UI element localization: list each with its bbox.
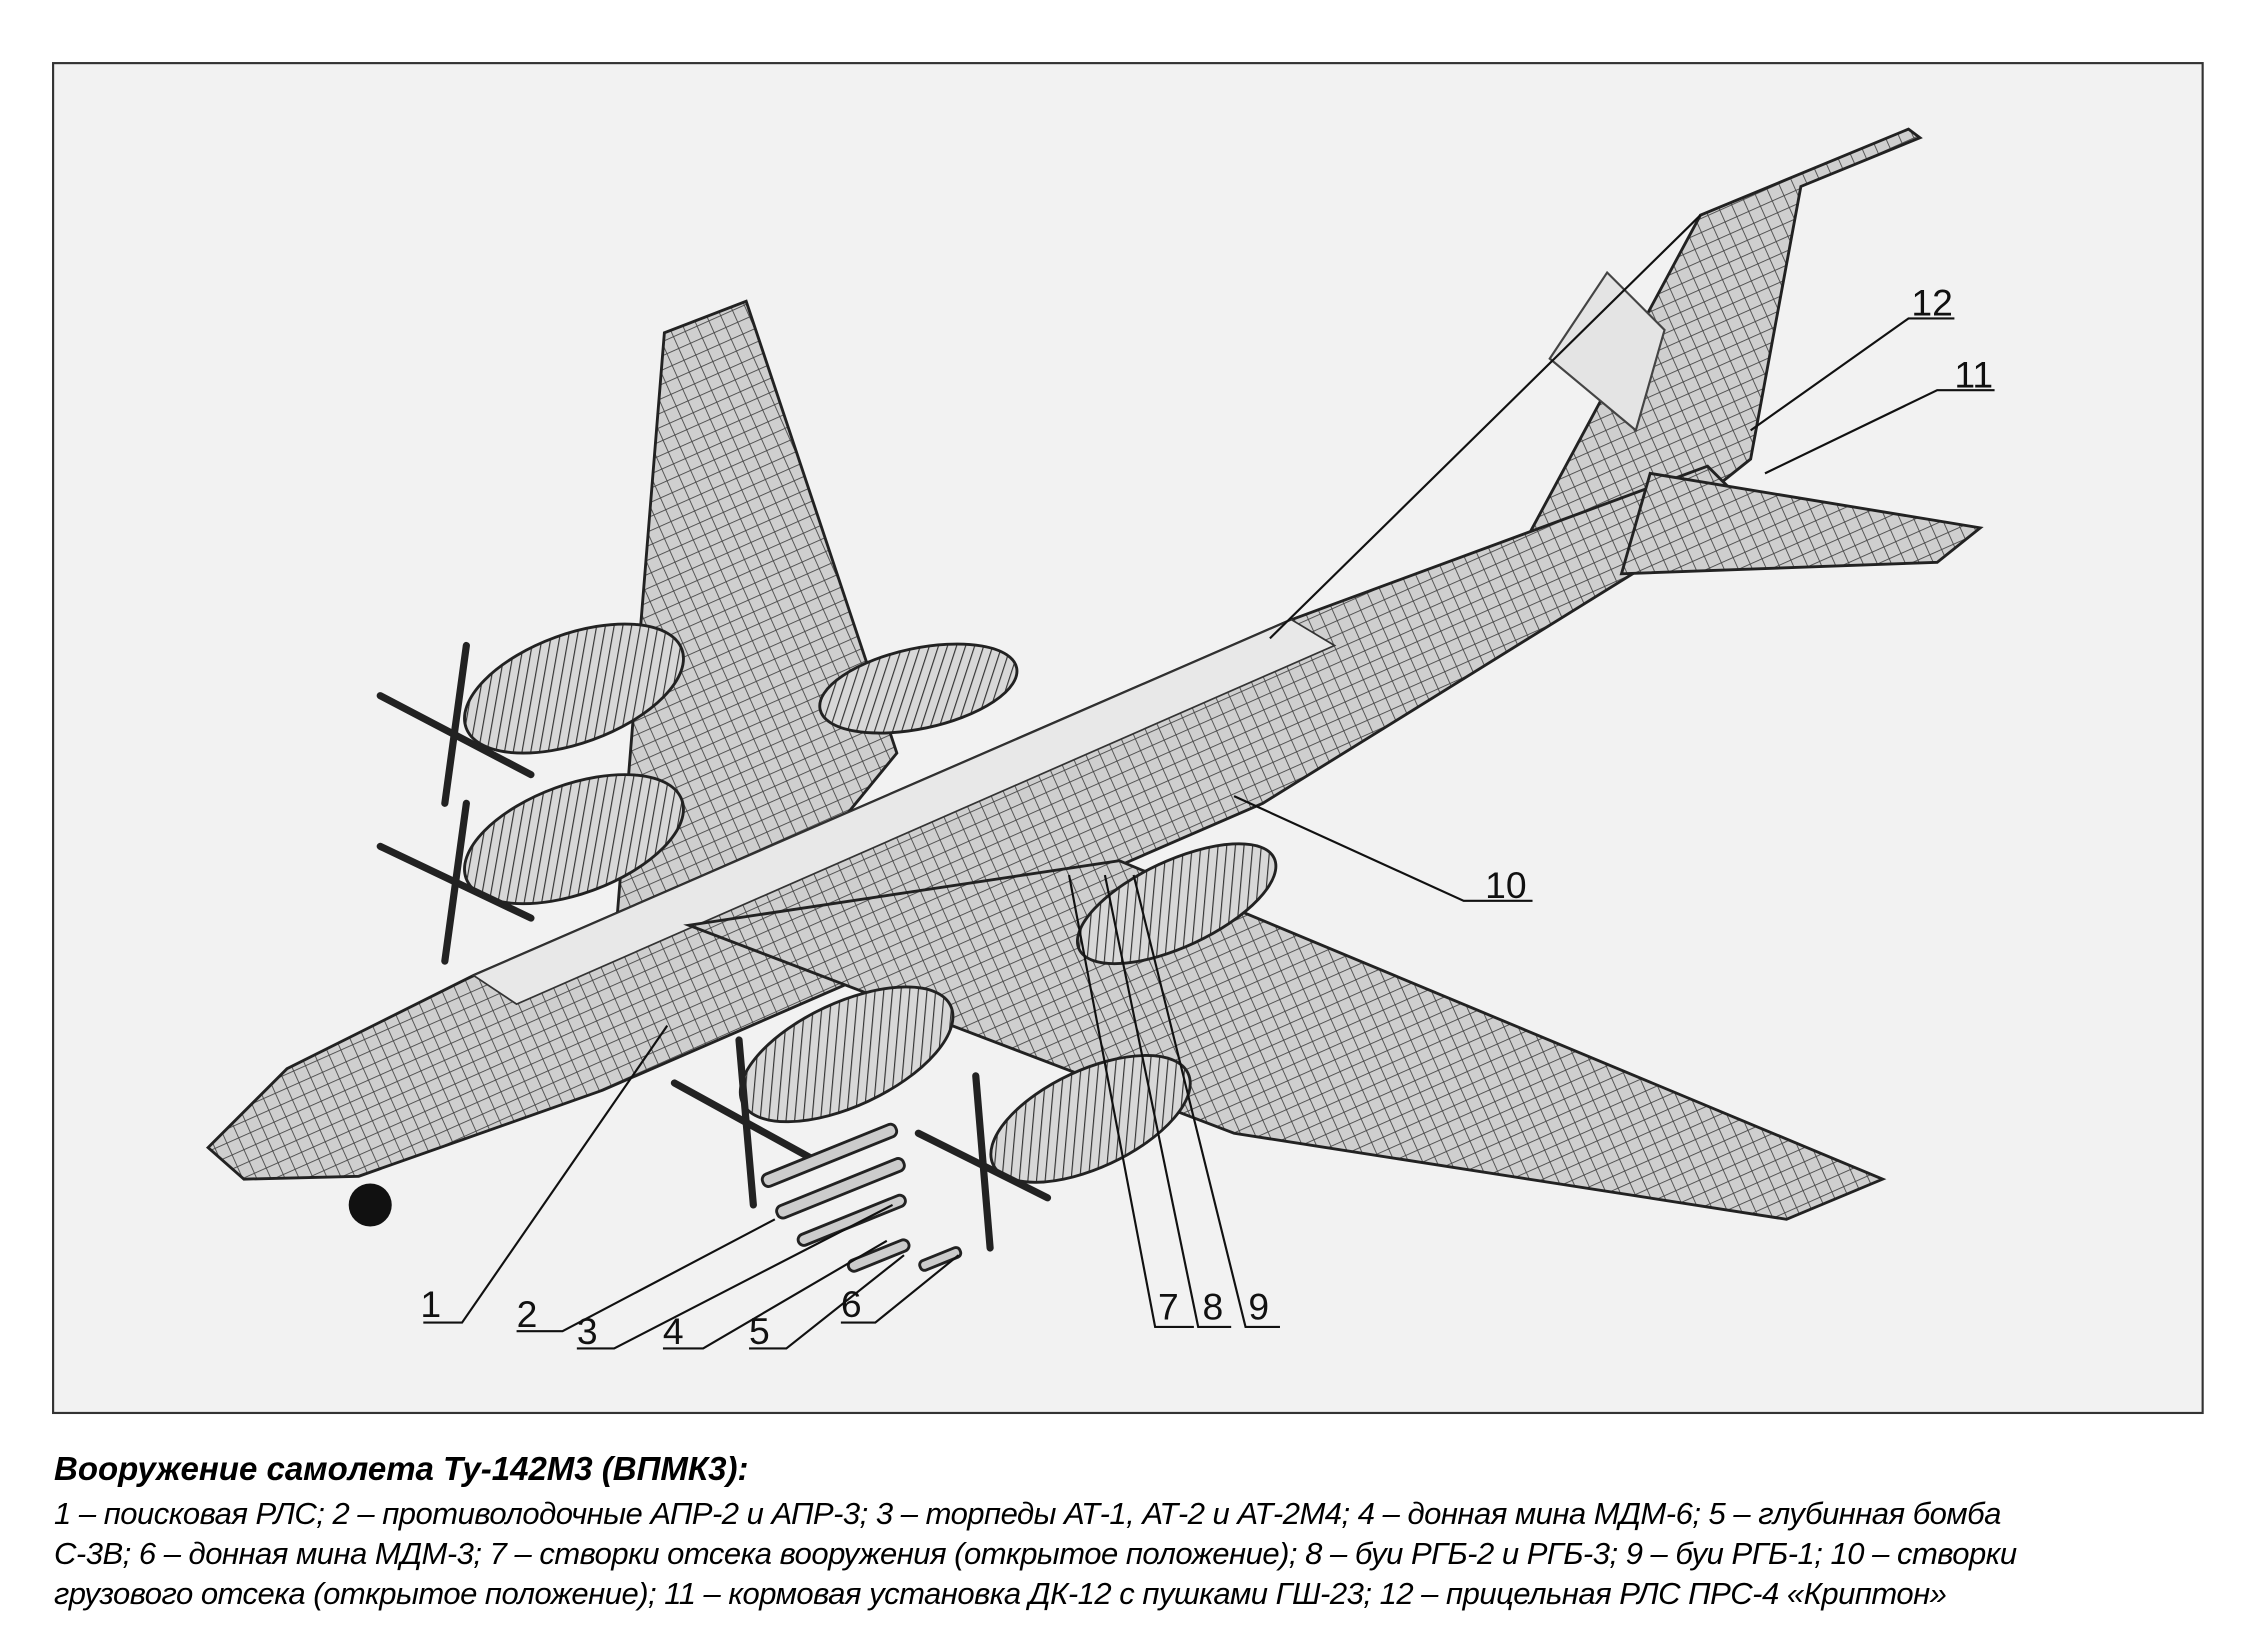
callout-11: 11 [1954,353,1993,395]
callout-9: 9 [1248,1286,1269,1328]
callout-10: 10 [1485,864,1527,906]
callout-7: 7 [1158,1286,1179,1328]
far-stabilizer [1548,270,1666,433]
leader-lines [423,214,1995,1350]
callout-5: 5 [749,1310,770,1352]
callout-4: 4 [663,1310,684,1352]
fuselage-skin [471,618,1337,1006]
nose-gear-wheel [348,1183,392,1227]
callout-3: 3 [577,1310,598,1352]
callout-labels: 1 2 3 4 5 6 7 8 9 10 11 12 [420,282,1993,1353]
caption-title: Вооружение самолета Ту-142М3 (ВПМК3): [54,1450,749,1487]
near-propellers [670,1036,1052,1252]
callout-8: 8 [1202,1286,1223,1328]
far-propellers [376,641,535,965]
caption-line: грузового отсека (открытое положение); 1… [54,1576,1947,1611]
callout-6: 6 [841,1283,862,1325]
near-engines [738,842,1278,1184]
caption-line: 1 – поисковая РЛС; 2 – противолодочные А… [54,1496,2001,1531]
callout-2: 2 [517,1293,538,1335]
far-engines [463,622,1019,906]
callout-12: 12 [1911,282,1953,324]
horizontal-stabilizer [1619,471,1984,576]
figure-caption: Вооружение самолета Ту-142М3 (ВПМК3): 1 … [54,1450,2214,1614]
weapons [760,1122,963,1273]
caption-line: С-3В; 6 – донная мина МДМ-3; 7 – створки… [54,1536,2017,1571]
callout-1: 1 [420,1283,441,1325]
